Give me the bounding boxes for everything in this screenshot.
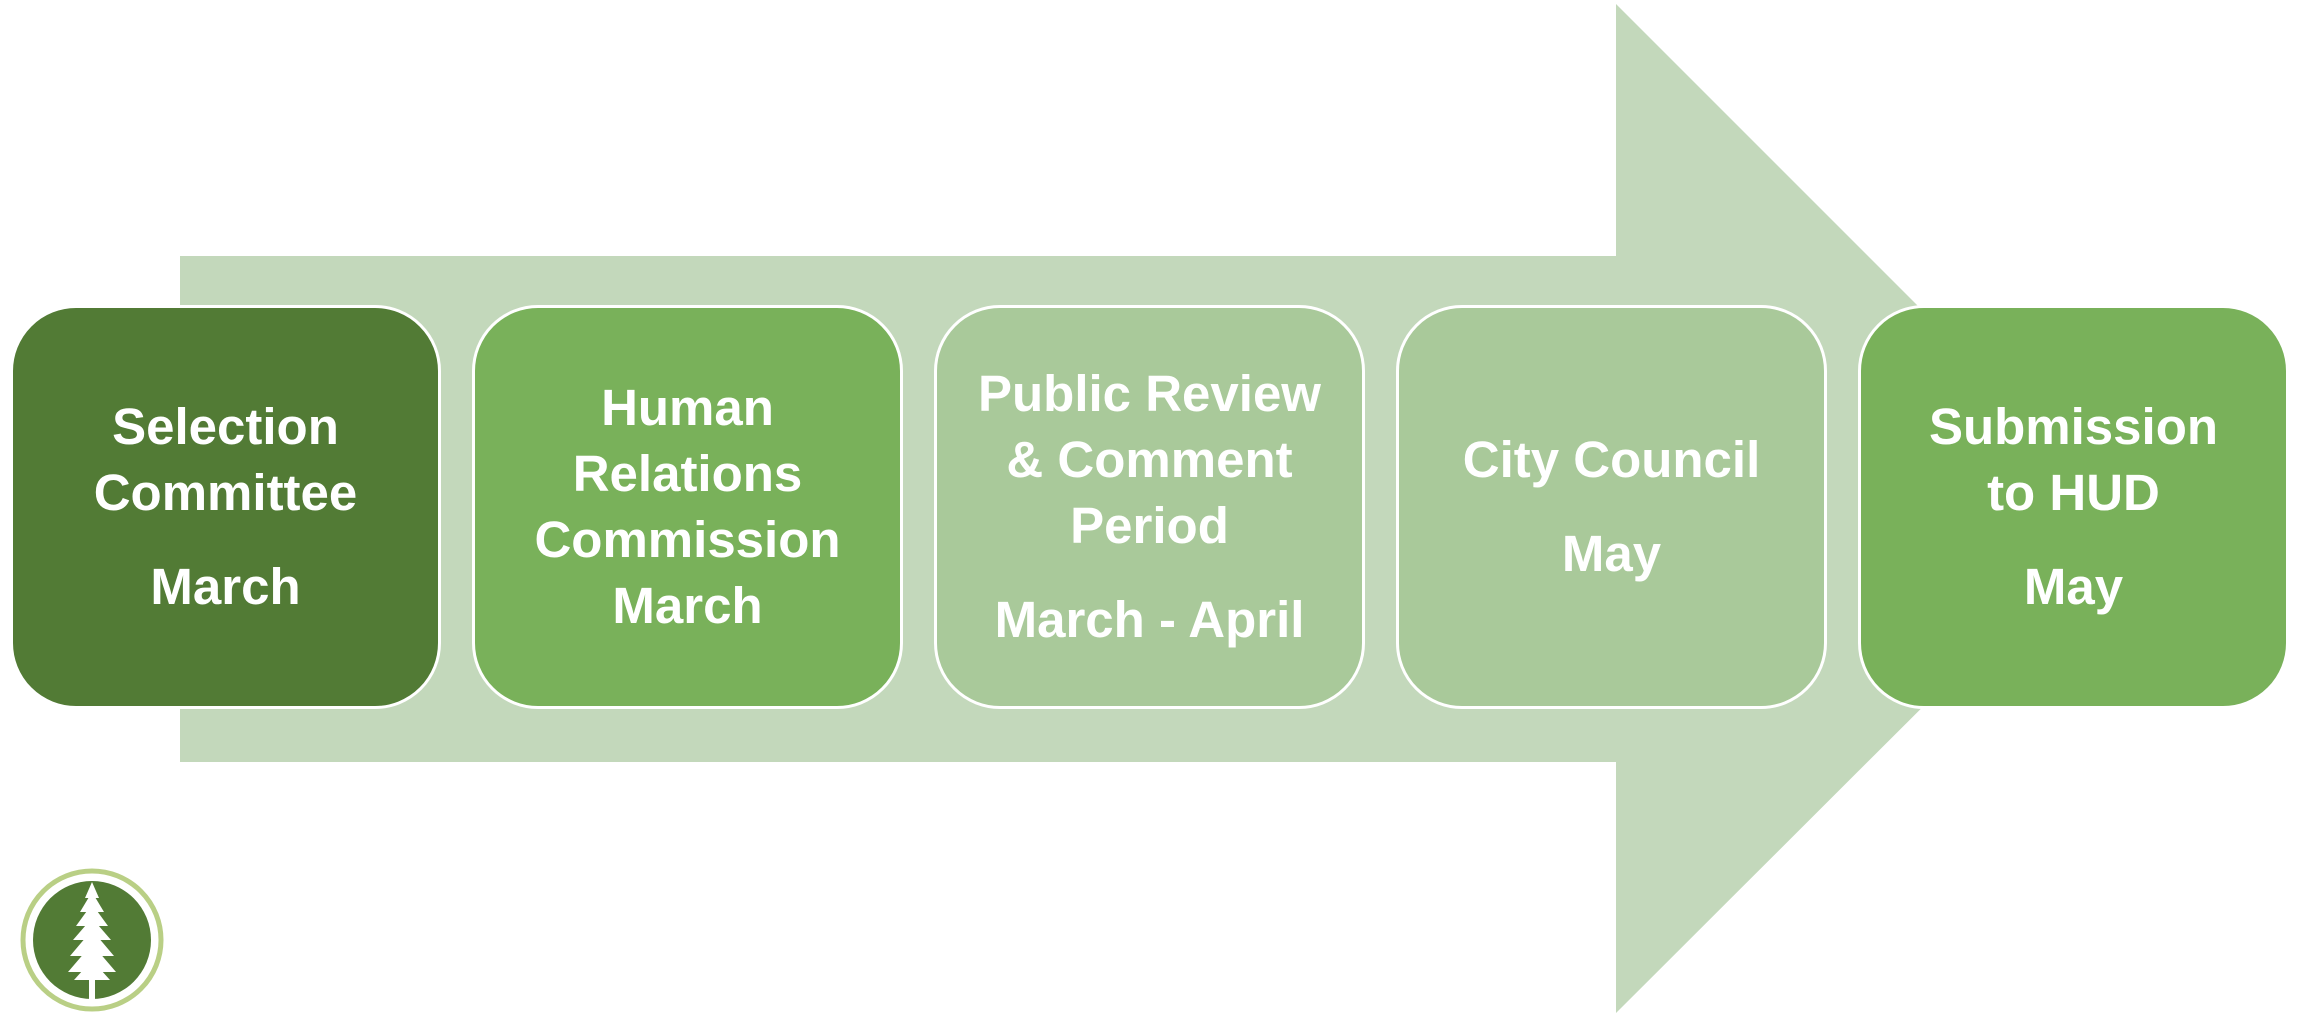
step-date: May [2023,558,2124,615]
step-title: Selection Committee [93,398,358,521]
step-title: Human Relations Commission [534,379,841,568]
step-date: May [1561,525,1662,582]
pine-tree-icon [20,868,164,1012]
step-submission-to-hud: Submission to HUD May [1858,305,2289,709]
step-title: Public Review & Comment Period [978,365,1321,554]
step-date: March [150,558,301,615]
step-title: City Council [1462,431,1761,488]
step-date: March - April [994,591,1305,648]
step-public-review: Public Review & Comment Period March - A… [934,305,1365,709]
step-city-council: City Council May [1396,305,1827,709]
step-title: Submission to HUD [1928,398,2219,521]
step-date: March [612,577,763,634]
step-selection-committee: Selection Committee March [10,305,441,709]
step-human-relations-commission: Human Relations Commission March [472,305,903,709]
